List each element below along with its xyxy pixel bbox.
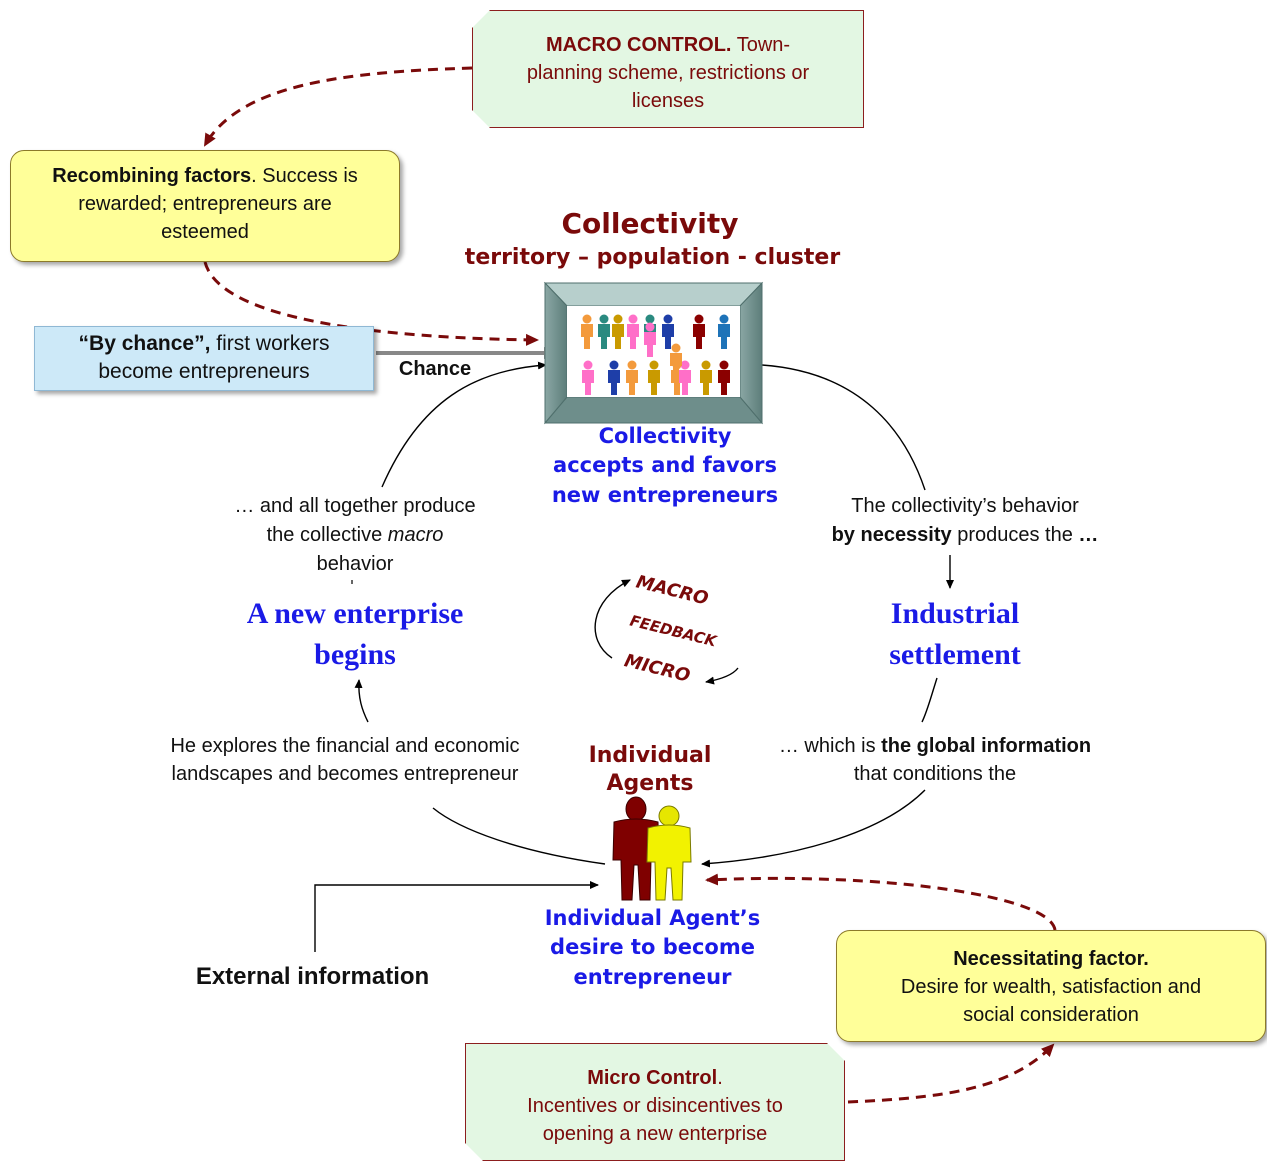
individual-agents-line-2: Agents xyxy=(606,770,694,796)
arrow-settlement-to-global xyxy=(921,677,938,723)
arrow-global-to-agents xyxy=(701,789,926,868)
collectivity-behavior-ellipsis: … xyxy=(1078,524,1099,546)
arrow-recombining-to-collectivity xyxy=(203,261,539,346)
necessitating-factor-box: Necessitating factor. Desire for wealth,… xyxy=(836,930,1266,1042)
micro-control-text-2: opening a new enterprise xyxy=(542,1123,768,1145)
macro-control-box: MACRO CONTROL. Town- planning scheme, re… xyxy=(472,10,864,128)
individual-agents-line-1: Individual xyxy=(588,743,712,768)
by-chance-text-1: first workers xyxy=(210,332,330,355)
global-info-line-2: that conditions the xyxy=(853,763,1017,785)
necessitating-text-1: Desire for wealth, satisfaction and xyxy=(900,976,1202,998)
collective-behavior-label: … and all together produce the collectiv… xyxy=(195,492,515,579)
person-figure-icon xyxy=(644,322,656,357)
individual-agents-icon xyxy=(612,796,692,901)
arrow-agents-to-explores xyxy=(432,807,606,865)
agent-desire-line-1: Individual Agent’s xyxy=(544,906,761,930)
recombining-text-2: rewarded; entrepreneurs are xyxy=(78,193,332,215)
global-info-line-1b: the global information xyxy=(881,735,1092,757)
collectivity-accepts-line-3: new entrepreneurs xyxy=(551,482,779,507)
recombining-heading: Recombining factors xyxy=(52,165,252,187)
person-figure-icon xyxy=(718,360,730,395)
explores-label: He explores the financial and economic l… xyxy=(125,732,565,788)
person-figure-icon xyxy=(626,360,638,395)
arrow-external-info xyxy=(314,881,599,952)
collectivity-behavior-label: The collectivity’s behavior by necessity… xyxy=(790,492,1140,550)
collective-behavior-line-1: … and all together produce xyxy=(234,495,476,517)
collectivity-behavior-produces: produces the xyxy=(951,524,1079,546)
person-figure-icon xyxy=(662,314,674,349)
micro-control-text-1: Incentives or disincentives to xyxy=(527,1095,783,1117)
collectivity-behavior-line-1: The collectivity’s behavior xyxy=(851,495,1079,517)
person-figure-icon xyxy=(700,360,712,395)
person-figure-icon xyxy=(648,360,660,395)
macro-control-text-3: licenses xyxy=(631,90,705,112)
industrial-line-2: settlement xyxy=(889,637,1021,671)
collective-behavior-line-2a: the collective xyxy=(266,524,388,546)
micro-control-dot: . xyxy=(717,1067,723,1089)
recombining-text-3: esteemed xyxy=(161,221,249,243)
macro-control-text-1: Town- xyxy=(731,34,791,56)
collectivity-accepts-label: Collectivity accepts and favors new entr… xyxy=(520,422,810,510)
collectivity-accepts-line-2: accepts and favors xyxy=(553,453,777,478)
recombining-factors-box: Recombining factors. Success is rewarded… xyxy=(10,150,400,262)
individual-agents-label: Individual Agents xyxy=(565,742,735,797)
global-information-label: … which is the global information that c… xyxy=(735,732,1135,788)
feedback-loop-right-arrow xyxy=(705,667,739,685)
person-figure-icon xyxy=(627,314,639,349)
collectivity-subtitle: territory – population - cluster xyxy=(464,245,841,270)
global-info-line-1a: … which is xyxy=(778,735,882,757)
collectivity-behavior-necessity: by necessity xyxy=(831,524,952,546)
arrow-collectivity-to-behavior xyxy=(761,364,926,491)
by-chance-heading: “By chance”, xyxy=(78,332,211,355)
arrow-explores-to-enterprise xyxy=(354,679,369,723)
external-information-label: External information xyxy=(195,963,430,990)
person-figure-icon xyxy=(581,314,593,349)
recombining-text-1: . Success is xyxy=(251,165,358,187)
agent-desire-line-2: desire to become xyxy=(550,935,755,960)
arrow-collective-to-collectivity xyxy=(381,361,547,488)
people-figures-icon xyxy=(581,314,730,395)
person-figure-icon xyxy=(612,314,624,349)
arrow-necessitating-to-agents xyxy=(705,873,1057,931)
agent-desire-line-3: entrepreneur xyxy=(573,964,732,989)
necessitating-text-2: social consideration xyxy=(963,1004,1139,1026)
person-figure-icon xyxy=(582,360,594,395)
new-enterprise-label: A new enterprise begins xyxy=(200,594,510,675)
arrow-micro-to-necessitating xyxy=(847,1043,1055,1104)
feedback-loop-left-arrow xyxy=(594,579,631,659)
person-figure-icon xyxy=(693,314,705,349)
person-figure-icon xyxy=(679,360,691,395)
micro-control-heading: Micro Control xyxy=(587,1067,718,1089)
new-enterprise-line-1: A new enterprise xyxy=(246,597,464,630)
arrow-macro-to-recombining xyxy=(203,66,473,147)
new-enterprise-line-2: begins xyxy=(314,637,396,671)
person-figure-icon xyxy=(718,314,730,349)
agent-desire-label: Individual Agent’s desire to become entr… xyxy=(505,904,800,992)
collectivity-accepts-line-1: Collectivity xyxy=(598,424,732,448)
explores-line-1: He explores the financial and economic xyxy=(170,735,520,757)
collective-behavior-line-3: behavior xyxy=(316,553,394,575)
by-chance-box: “By chance”, first workers become entrep… xyxy=(34,326,374,391)
person-figure-icon xyxy=(608,360,620,395)
micro-control-box: Micro Control. Incentives or disincentiv… xyxy=(465,1043,845,1161)
necessitating-heading: Necessitating factor. xyxy=(953,948,1149,970)
collective-behavior-macro: macro xyxy=(387,524,444,546)
by-chance-text-2: become entrepreneurs xyxy=(98,360,310,384)
industrial-settlement-label: Industrial settlement xyxy=(825,594,1085,675)
macro-control-heading: MACRO CONTROL. xyxy=(545,34,732,56)
industrial-line-1: Industrial xyxy=(890,597,1020,630)
collectivity-title: Collectivity xyxy=(561,207,739,240)
person-figure-icon xyxy=(598,314,610,349)
explores-line-2: landscapes and becomes entrepreneur xyxy=(171,763,519,785)
person-figure-icon xyxy=(670,343,682,378)
macro-control-text-2: planning scheme, restrictions or xyxy=(526,62,810,84)
chance-label: Chance xyxy=(398,358,472,380)
cluster-box-icon xyxy=(543,281,764,425)
